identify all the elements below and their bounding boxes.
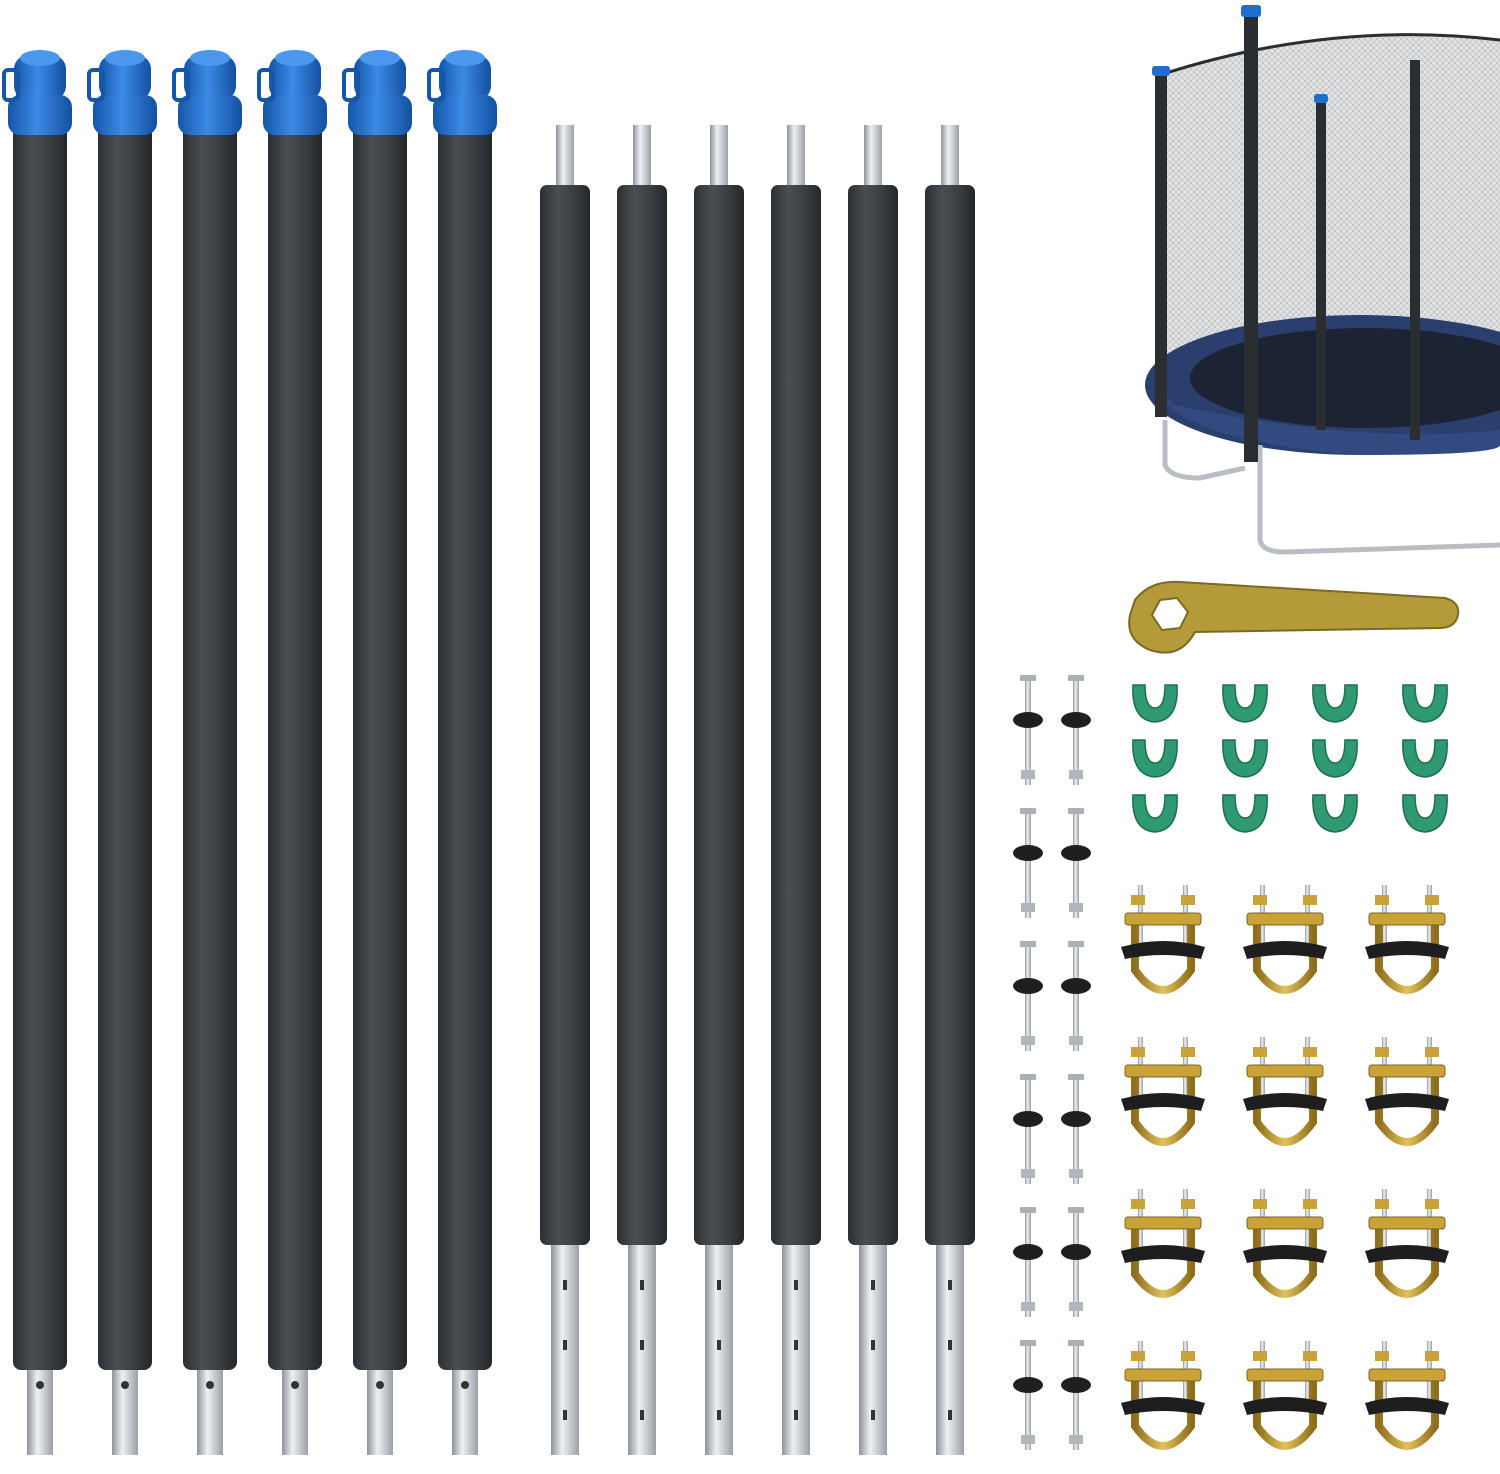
clip — [1222, 684, 1268, 723]
clip — [1132, 794, 1178, 833]
u-bracket — [1121, 885, 1205, 994]
trampoline-image — [1145, 5, 1500, 555]
clip — [1132, 739, 1178, 778]
screws-group — [1013, 675, 1091, 1450]
clip — [1402, 794, 1448, 833]
trampoline-pole — [1244, 12, 1258, 462]
screw — [1061, 1074, 1091, 1184]
lower-pole — [617, 125, 667, 1455]
u-bracket — [1365, 1189, 1449, 1298]
trampoline-pole — [1155, 72, 1167, 417]
clip — [1222, 739, 1268, 778]
upper-pole — [342, 50, 412, 1455]
net-top-rope — [1159, 33, 1500, 77]
upper-poles-group — [2, 50, 497, 1455]
clip — [1402, 739, 1448, 778]
screw — [1013, 941, 1043, 1051]
u-bracket — [1365, 885, 1449, 994]
upper-pole — [2, 50, 72, 1455]
u-bracket — [1121, 1341, 1205, 1450]
screw — [1013, 1340, 1043, 1450]
screw — [1013, 1074, 1043, 1184]
screw — [1013, 675, 1043, 785]
lower-pole — [848, 125, 898, 1455]
u-bracket — [1243, 1341, 1327, 1450]
pole-cap — [87, 50, 157, 135]
clip — [1132, 684, 1178, 723]
screw — [1013, 808, 1043, 918]
u-bracket — [1243, 1037, 1327, 1146]
trampoline-pole — [1316, 100, 1326, 430]
u-bracket — [1243, 885, 1327, 994]
screw — [1061, 808, 1091, 918]
pole-cap — [342, 50, 412, 135]
pole-cap — [172, 50, 242, 135]
screw — [1061, 675, 1091, 785]
upper-pole — [172, 50, 242, 1455]
trampoline-leg — [1162, 420, 1246, 481]
pole-cap — [2, 50, 72, 135]
upper-pole — [427, 50, 497, 1455]
clips-group — [1132, 684, 1448, 833]
u-bracket — [1121, 1189, 1205, 1298]
lower-pole — [771, 125, 821, 1455]
u-bracket — [1243, 1189, 1327, 1298]
clip — [1312, 739, 1358, 778]
pole-cap — [427, 50, 497, 135]
lower-pole — [694, 125, 744, 1455]
upper-pole — [87, 50, 157, 1455]
clip — [1312, 794, 1358, 833]
lower-pole — [925, 125, 975, 1455]
pole-cap — [257, 50, 327, 135]
screw — [1061, 1207, 1091, 1317]
u-bracket — [1365, 1341, 1449, 1450]
upper-pole — [257, 50, 327, 1455]
lower-poles-group — [540, 125, 975, 1455]
u-brackets-group — [1121, 885, 1449, 1450]
lower-pole — [540, 125, 590, 1455]
wrench-tool — [1128, 580, 1460, 654]
screw — [1013, 1207, 1043, 1317]
clip — [1222, 794, 1268, 833]
u-bracket — [1121, 1037, 1205, 1146]
u-bracket — [1365, 1037, 1449, 1146]
screw — [1061, 941, 1091, 1051]
screw — [1061, 1340, 1091, 1450]
clip — [1402, 684, 1448, 723]
trampoline-pole — [1410, 60, 1420, 440]
clip — [1312, 684, 1358, 723]
